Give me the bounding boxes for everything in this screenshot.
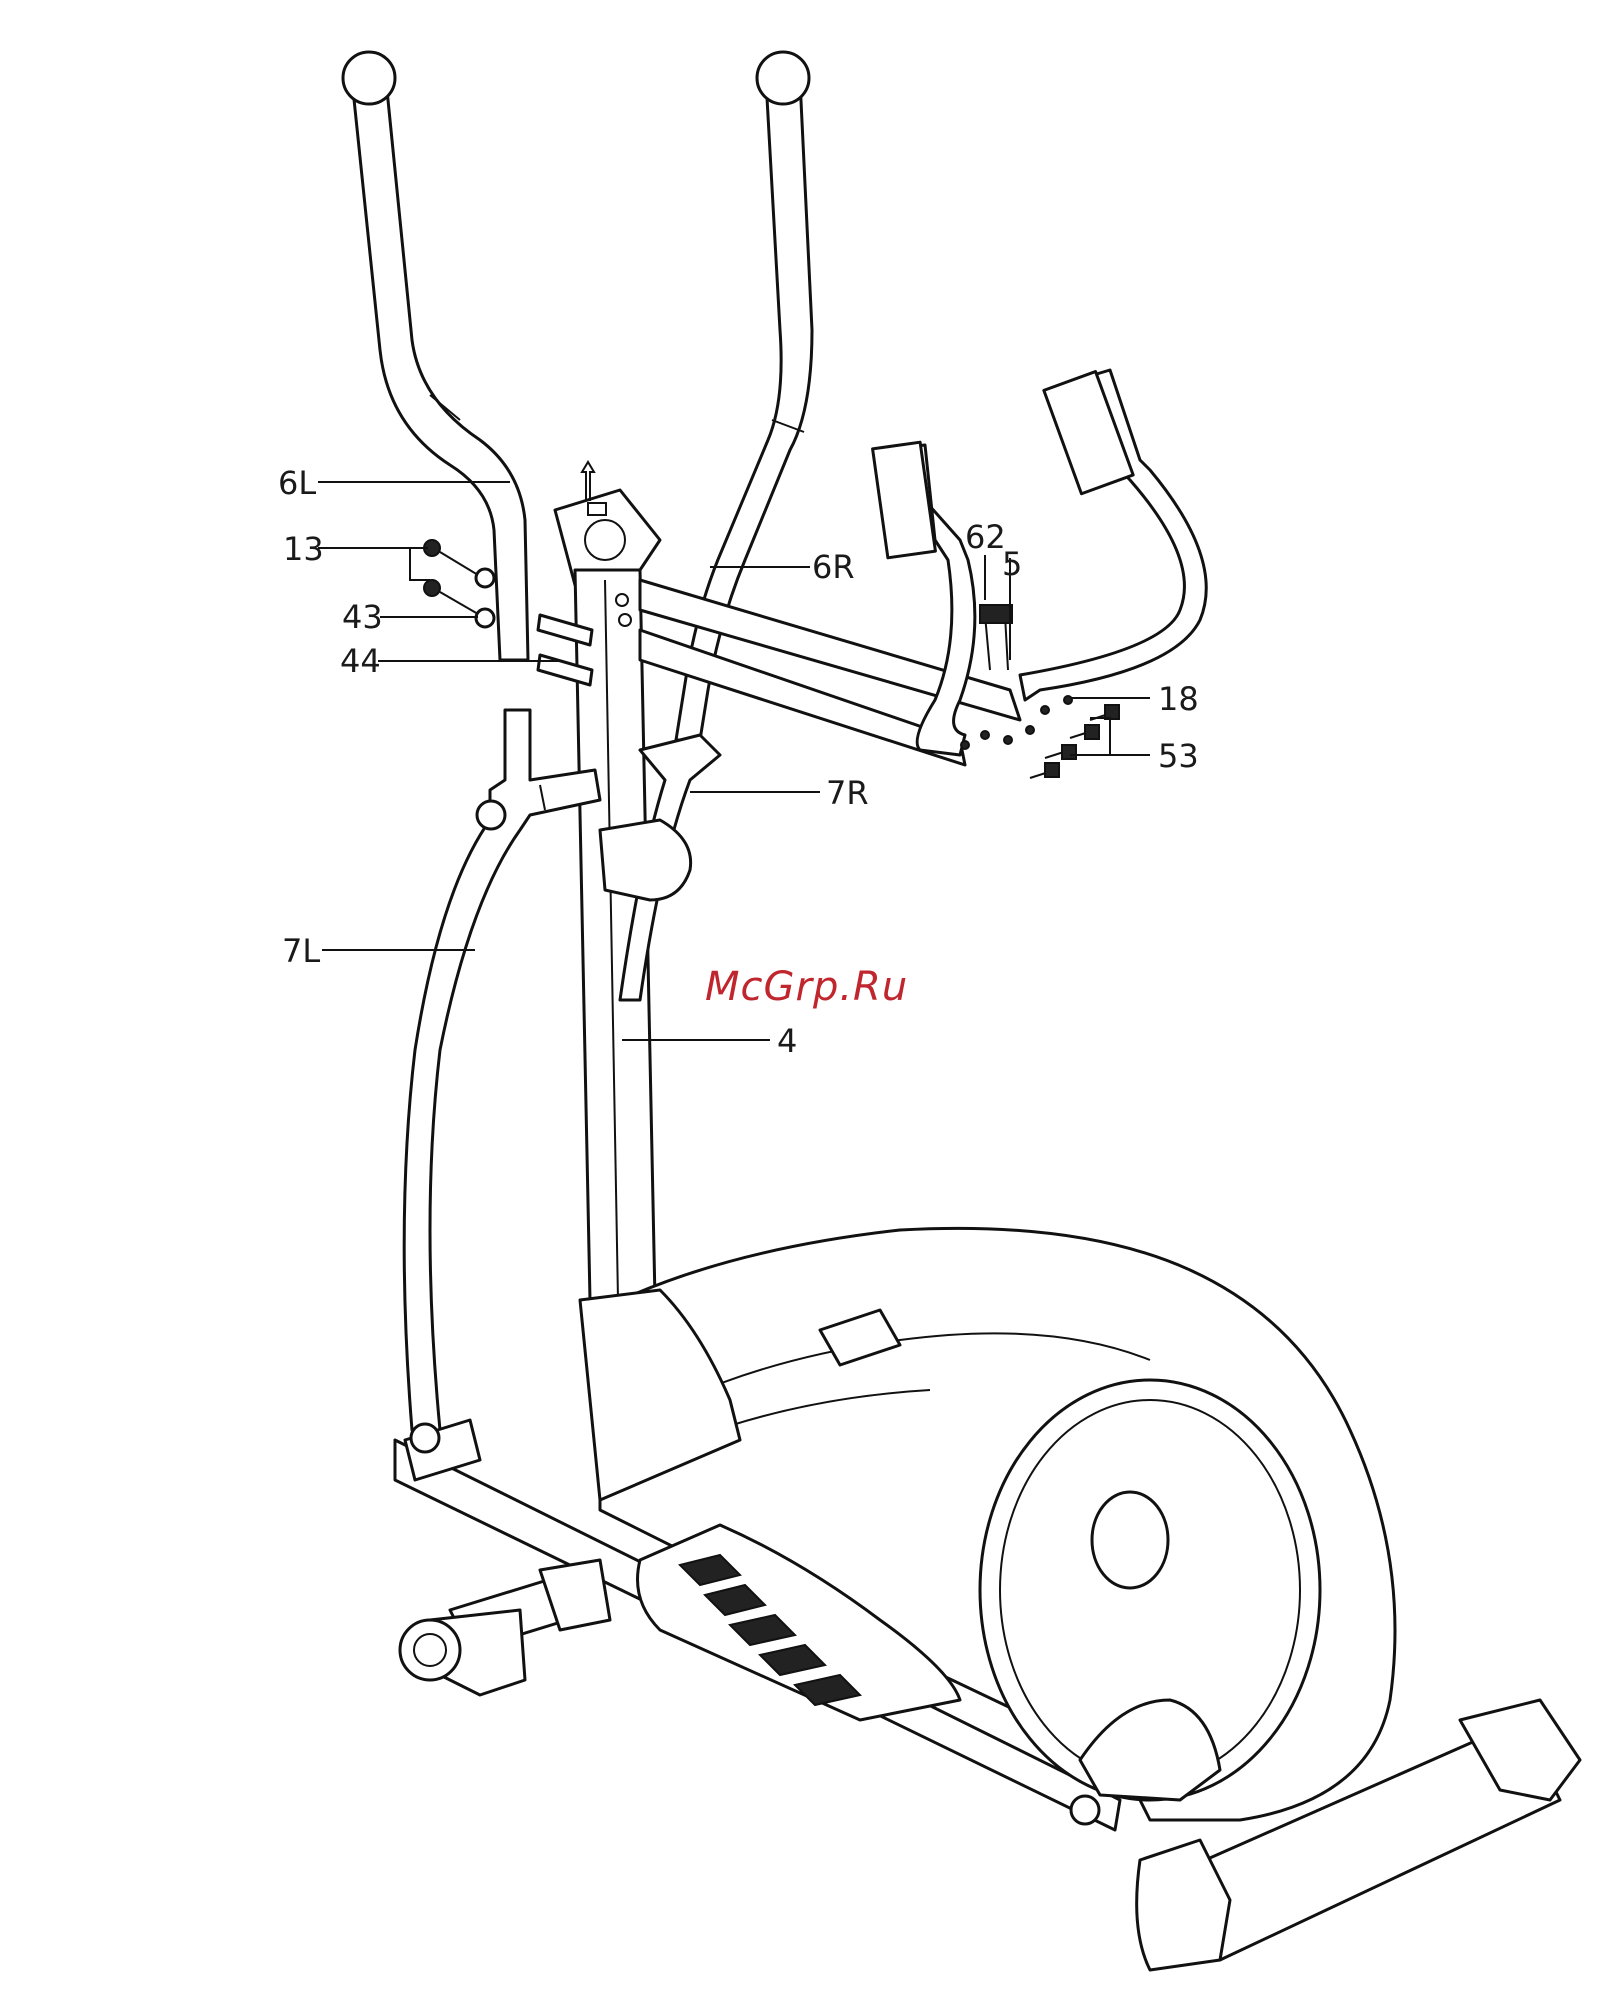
callout-62: 62	[965, 518, 1006, 556]
left-lower-arm	[404, 710, 600, 1430]
console-bracket	[555, 462, 660, 585]
callout-7L: 7L	[282, 932, 320, 970]
watermark: McGrp.Ru	[705, 964, 908, 1010]
front-stabilizer	[400, 1560, 610, 1695]
callout-44: 44	[340, 642, 381, 680]
callout-6L: 6L	[278, 464, 316, 502]
callout-53: 53	[1158, 737, 1199, 775]
callout-6R: 6R	[812, 548, 855, 586]
left-upper-handlebar	[343, 52, 528, 660]
callout-18: 18	[1158, 680, 1199, 718]
callout-5: 5	[1002, 545, 1022, 583]
callout-7R: 7R	[826, 774, 869, 812]
callout-13: 13	[283, 530, 324, 568]
callout-4: 4	[777, 1022, 797, 1060]
callout-43: 43	[342, 598, 383, 636]
